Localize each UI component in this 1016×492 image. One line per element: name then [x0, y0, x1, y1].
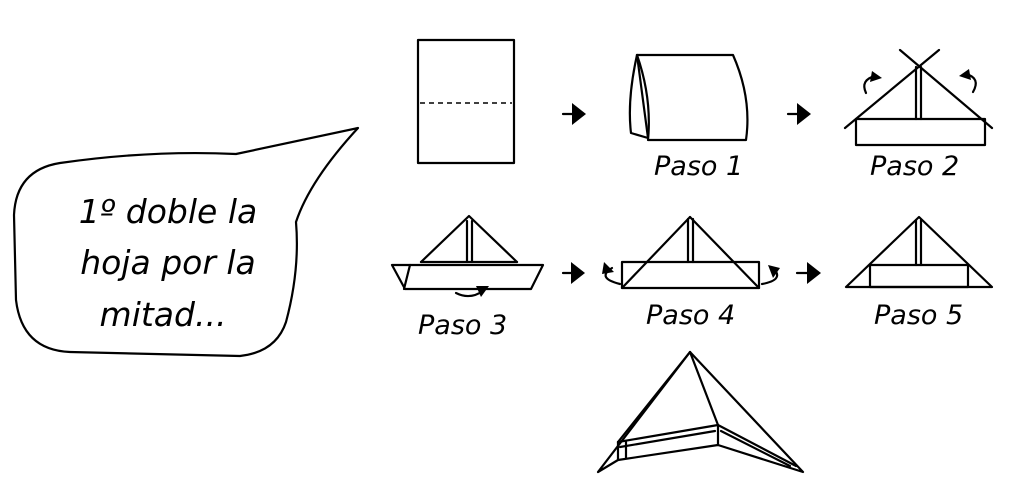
step-1-folded-sheet: Paso 1 — [628, 53, 749, 182]
sheet-with-fold-line — [416, 38, 516, 165]
step-5-triangle: Paso 5 — [844, 215, 994, 331]
final-paper-boat — [596, 350, 805, 474]
bubble-line-1: 1º doble la — [79, 192, 257, 231]
step-4-open-square: Paso 4 — [602, 215, 780, 331]
bubble-line-2: hoja por la — [80, 243, 256, 282]
arrow-icon — [561, 103, 586, 125]
speech-bubble: 1º doble la hoja por la mitad... — [12, 126, 360, 358]
step-3-label: Paso 3 — [418, 310, 507, 341]
step-5-label: Paso 5 — [874, 300, 963, 331]
arrow-icon — [795, 262, 821, 284]
arrow-icon — [561, 262, 585, 284]
bubble-line-3: mitad... — [100, 295, 227, 334]
step-4-label: Paso 4 — [646, 300, 735, 331]
step-3-hat-brim: Paso 3 — [390, 214, 545, 341]
step-1-label: Paso 1 — [654, 151, 743, 182]
step-2-label: Paso 2 — [870, 151, 959, 182]
arrow-icon — [786, 103, 811, 125]
step-2-triangle-folds: Paso 2 — [843, 48, 994, 182]
